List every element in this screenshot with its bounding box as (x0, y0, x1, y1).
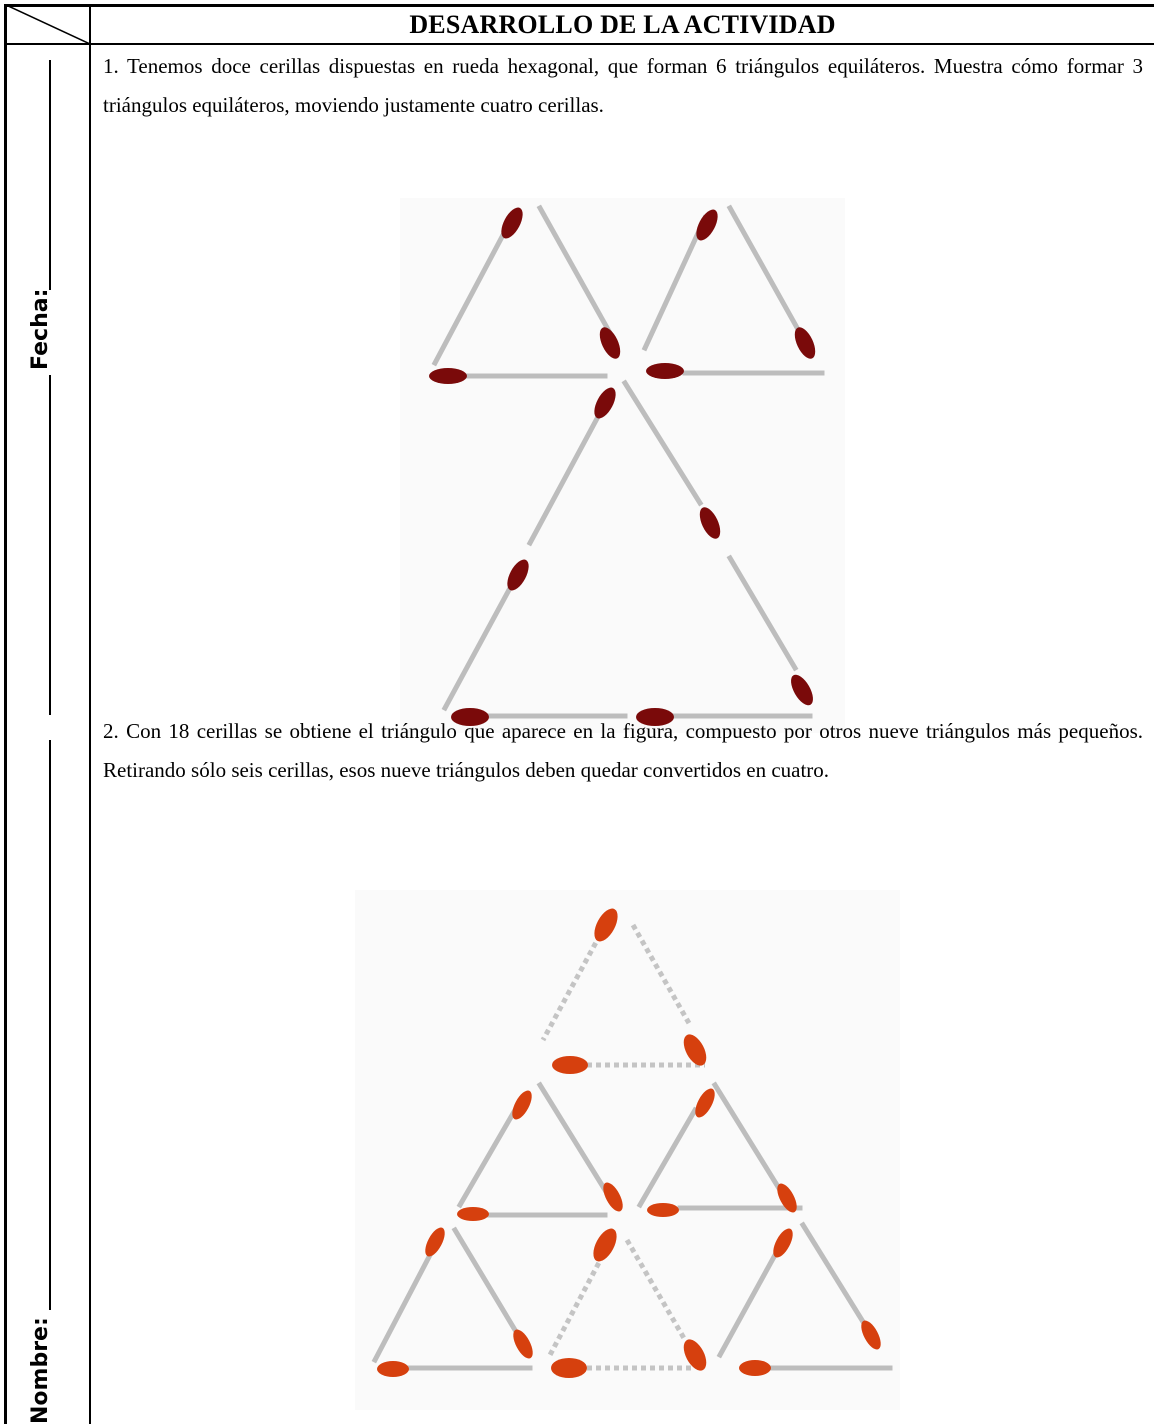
activity-title: DESARROLLO DE LA ACTIVIDAD (409, 10, 836, 39)
corner-diagonal (4, 4, 90, 44)
fecha-label: Fecha: (28, 288, 53, 370)
worksheet-frame (4, 4, 1154, 1424)
figure-1-sticks (431, 204, 825, 719)
figure-2-matches (355, 890, 900, 1410)
figure-1-matches (400, 198, 845, 733)
fecha-line-top (49, 60, 51, 290)
left-column-border (89, 4, 91, 1424)
figure-2-heads (377, 908, 881, 1378)
figure-2-background (355, 890, 900, 1410)
figure-1-background (400, 198, 845, 733)
figure-2-sticks-solid (371, 1081, 893, 1371)
fecha-line-bottom (49, 375, 51, 715)
figure-2-sticks-dotted (540, 923, 705, 1371)
figure-1-heads (429, 207, 816, 726)
nombre-label: Nombre: (28, 1317, 53, 1424)
question-1-text: 1. Tenemos doce cerillas dispuestas en r… (103, 54, 1143, 117)
question-2-text: 2. Con 18 cerillas se obtiene el triángu… (103, 719, 1143, 782)
nombre-line (49, 740, 51, 1310)
header-divider (4, 43, 1154, 45)
